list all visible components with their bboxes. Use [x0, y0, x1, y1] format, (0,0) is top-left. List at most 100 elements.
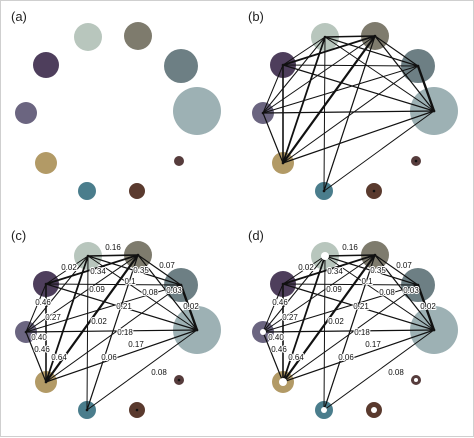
node-center-n10 — [177, 378, 181, 382]
edge-n4-n6 — [262, 110, 435, 114]
edge-n1-n4 — [324, 36, 435, 112]
edge-n1-n5 — [282, 36, 326, 66]
weight-label-n5-n6: 0.46 — [272, 298, 288, 307]
edge-n1-n3 — [324, 255, 419, 286]
node-center-n1 — [323, 35, 327, 39]
edge-n2-n4 — [137, 254, 198, 331]
edge-n1-n8 — [86, 255, 89, 411]
weight-label-n7-n1: 0.64 — [288, 353, 304, 362]
node-hole-n6 — [260, 329, 266, 335]
weight-label-n3-n4: 0.02 — [183, 302, 199, 311]
edge-n4-n7 — [282, 329, 435, 383]
node-center-n4 — [195, 328, 199, 332]
edge-n2-n4 — [374, 254, 435, 331]
node-n6 — [15, 102, 37, 124]
edge-n4-n8 — [323, 329, 435, 411]
node-center-n2 — [373, 253, 377, 257]
edge-n4-n5 — [282, 283, 435, 331]
edge-n2-n8 — [323, 254, 376, 411]
weight-label-n7-n4: 0.06 — [101, 353, 117, 362]
node-n10 — [174, 156, 184, 166]
edge-n6-n7 — [25, 331, 47, 383]
panel-label: (d) — [248, 228, 264, 243]
node-center-n8 — [322, 189, 326, 193]
edge-n3-n6 — [262, 284, 419, 333]
edge-n3-n5 — [282, 64, 419, 67]
edge-n3-n4 — [179, 283, 199, 332]
weight-label-n5-n2: 0.34 — [327, 267, 343, 276]
edge-n6-n7 — [262, 331, 284, 383]
edge-n2-n8 — [323, 35, 376, 192]
edge-n1-n8 — [323, 255, 326, 411]
edge-n2-n5 — [282, 35, 376, 66]
edge-n1-n3 — [324, 36, 419, 67]
weight-label-n7-n2: 0.02 — [91, 317, 107, 326]
edge-n1-n7 — [282, 255, 326, 383]
node-hole-n7 — [279, 378, 287, 386]
edge-n2-n5 — [45, 254, 139, 285]
edge-n1-n8 — [323, 36, 326, 192]
edge-n1-n2 — [87, 254, 139, 257]
edge-n2-n5 — [282, 254, 376, 285]
node-center-n9 — [372, 189, 376, 193]
edge-n2-n6 — [25, 254, 139, 333]
weight-label-n1-n2: 0.16 — [105, 243, 121, 252]
edge-n2-n3 — [374, 254, 419, 286]
weight-label-n5-n2: 0.34 — [90, 267, 106, 276]
node-center-n4 — [432, 109, 436, 113]
weight-label-n6-n4: 0.18 — [354, 328, 370, 337]
node-center-n8 — [85, 408, 89, 412]
edge-n1-n6 — [25, 255, 89, 333]
weight-label-n5-n1: 0.02 — [298, 263, 314, 272]
node-center-n7 — [44, 380, 48, 384]
weight-label-n1-n3: 0.35 — [370, 266, 386, 275]
edge-n3-n7 — [45, 284, 182, 383]
edge-n1-n6 — [262, 36, 326, 114]
panel-label: (c) — [11, 228, 26, 243]
edge-n1-n2 — [324, 254, 376, 257]
node-center-n2 — [373, 34, 377, 38]
edge-n3-n6 — [25, 284, 182, 333]
edge-n1-n2 — [324, 35, 376, 38]
weight-label-n8-n4: 0.08 — [151, 368, 167, 377]
node-hole-n9 — [371, 407, 377, 413]
edge-n4-n6 — [25, 329, 198, 333]
node-n5 — [33, 52, 59, 78]
weight-label-n7-n2: 0.02 — [328, 317, 344, 326]
edge-n1-n4 — [324, 255, 435, 331]
weight-label-n5-n3: 0.1 — [361, 277, 373, 286]
weight-label-n5-n6: 0.46 — [35, 298, 51, 307]
node-center-n5 — [44, 282, 48, 286]
node-center-n3 — [416, 283, 420, 287]
edge-n1-n5 — [282, 255, 326, 285]
weight-label-n5-n3: 0.1 — [124, 277, 136, 286]
node-hole-n1 — [321, 252, 329, 260]
edge-n2-n3 — [137, 254, 182, 286]
weight-label-n1-n3: 0.35 — [133, 266, 149, 275]
edge-n6-n7 — [262, 112, 284, 164]
panel-label: (a) — [11, 9, 27, 24]
weight-label-n6-n7: 0.46 — [271, 345, 287, 354]
edge-n3-n7 — [282, 284, 419, 383]
edge-n4-n5 — [282, 64, 435, 112]
weight-label-n3-n4: 0.02 — [420, 302, 436, 311]
node-hole-n8 — [321, 407, 327, 413]
weight-label-n7-n1: 0.64 — [51, 353, 67, 362]
edge-n1-n7 — [45, 255, 89, 383]
node-center-n5 — [281, 282, 285, 286]
weight-label-n6-n7: 0.46 — [34, 345, 50, 354]
weight-label-n5-n7: 0.40 — [268, 333, 284, 342]
edge-n4-n7 — [45, 329, 198, 383]
edge-n2-n7 — [44, 253, 140, 384]
node-center-n6 — [261, 111, 265, 115]
edge-n2-n4 — [374, 35, 435, 112]
edge-n1-n4 — [87, 255, 198, 331]
node-hole-n10 — [414, 378, 418, 382]
node-center-n3 — [179, 283, 183, 287]
edge-n1-n7 — [282, 36, 326, 164]
edge-n3-n7 — [282, 65, 419, 164]
node-n9 — [129, 183, 145, 199]
panel-label: (b) — [248, 9, 264, 24]
weight-label-n6-n4: 0.18 — [117, 328, 133, 337]
